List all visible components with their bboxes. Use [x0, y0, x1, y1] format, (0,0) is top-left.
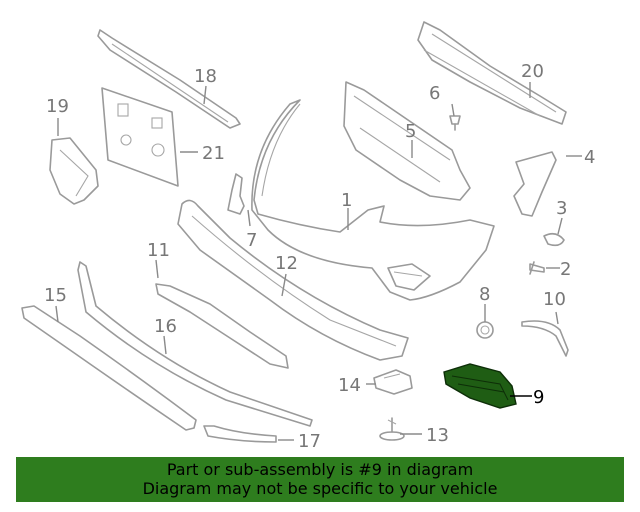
banner-line-2: Diagram may not be specific to your vehi… [142, 479, 498, 498]
part-11-trim-strip [155, 283, 289, 369]
part-16-molding [77, 261, 313, 427]
part-10-trim [521, 320, 569, 357]
callout-20: 20 [521, 61, 544, 82]
callout-8: 8 [479, 284, 490, 305]
callout-16: 16 [154, 316, 177, 337]
part-3-cap [543, 232, 565, 247]
part-15-molding [21, 305, 197, 431]
info-banner: Part or sub-assembly is #9 in diagram Di… [16, 457, 624, 502]
callout-15: 15 [44, 285, 67, 306]
part-12-lower-grille [177, 199, 409, 361]
part-13-screw [379, 417, 405, 441]
callout-12: 12 [275, 253, 298, 274]
callout-13: 13 [426, 425, 449, 446]
callout-21: 21 [202, 143, 225, 164]
leader-lines [55, 82, 582, 441]
part-19-bracket [49, 137, 99, 205]
part-9-grille-insert [443, 363, 517, 409]
part-18-reinforcement [97, 29, 241, 129]
parts-diagram: 1 2 3 4 5 6 7 8 9 10 11 12 13 14 15 16 1… [21, 21, 595, 452]
callout-18: 18 [194, 66, 217, 87]
callout-labels: 1 2 3 4 5 6 7 8 9 10 11 12 13 14 15 16 1… [44, 61, 595, 452]
part-8-sensor [476, 321, 494, 339]
part-21-plate-bracket [101, 87, 179, 187]
part-6-clip [449, 115, 461, 131]
callout-1: 1 [341, 190, 352, 211]
banner-line-1: Part or sub-assembly is #9 in diagram [166, 460, 474, 479]
callout-10: 10 [543, 289, 566, 310]
part-7-bracket [227, 173, 245, 215]
part-4-side-bracket [513, 151, 557, 217]
callout-3: 3 [556, 198, 567, 219]
callout-11: 11 [147, 240, 170, 261]
part-1-bumper-cover [251, 99, 495, 301]
callout-5: 5 [405, 121, 416, 142]
part-2-bolt [529, 261, 545, 275]
callout-6: 6 [429, 83, 440, 104]
callout-9: 9 [533, 387, 544, 408]
callout-14: 14 [338, 375, 361, 396]
callout-19: 19 [46, 96, 69, 117]
part-17-strip [203, 425, 277, 443]
part-5-absorber [343, 81, 471, 201]
callout-7: 7 [246, 230, 257, 251]
callout-4: 4 [584, 147, 595, 168]
callout-2: 2 [560, 259, 571, 280]
callout-17: 17 [298, 431, 321, 452]
part-14-clip [373, 369, 413, 395]
part-20-impact-bar [417, 21, 567, 125]
